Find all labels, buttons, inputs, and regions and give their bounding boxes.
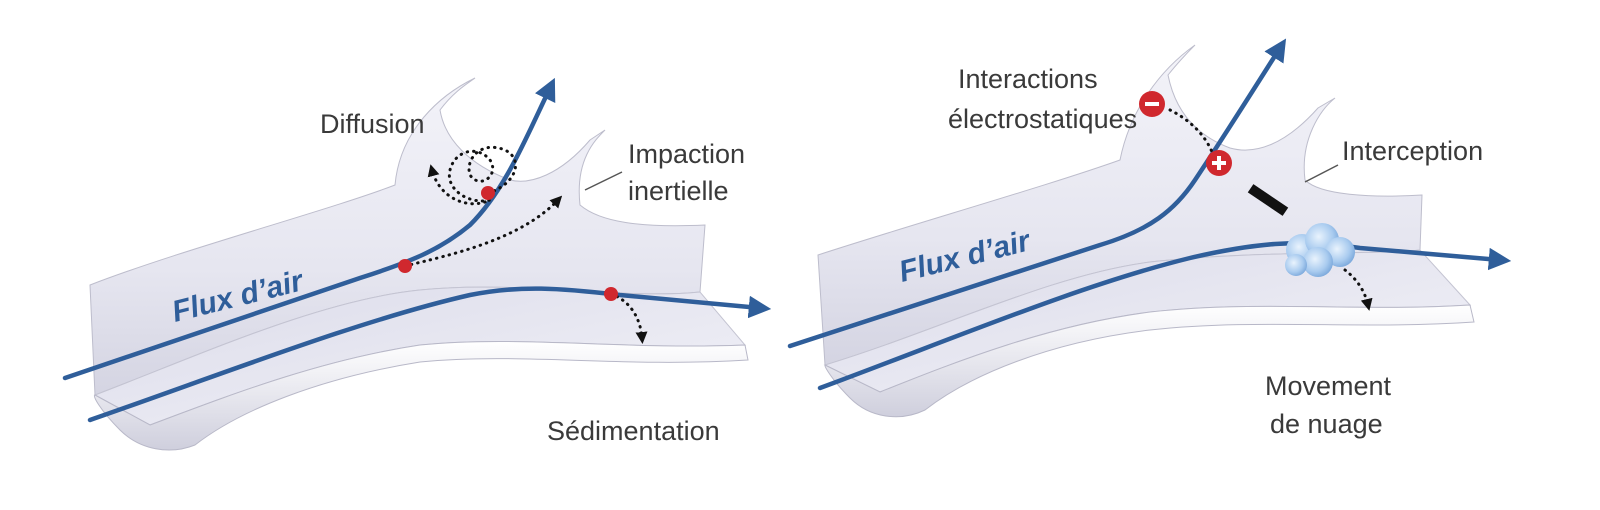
- minus-circle-icon: [1139, 91, 1165, 117]
- interception-label: Interception: [1342, 136, 1483, 166]
- left-flow-lower-line: [87, 286, 772, 423]
- impaction-trajectory: [403, 195, 563, 268]
- left-flow-upper-line: [62, 77, 556, 381]
- plus-circle-icon: [1206, 150, 1232, 176]
- diffusion-label: Diffusion: [320, 109, 425, 139]
- cloud-label-line1: Movement: [1265, 371, 1392, 401]
- right-flow-upper-line: [787, 38, 1287, 349]
- diffusion-particle: [481, 186, 495, 200]
- sedimentation-particle: [604, 287, 618, 301]
- impaction-particle: [398, 259, 412, 273]
- impaction-label-line1: Impaction: [628, 139, 745, 169]
- cloud-label-line2: de nuage: [1270, 409, 1383, 439]
- electrostatic-label-line1: Interactions: [958, 64, 1098, 94]
- sedimentation-label: Sédimentation: [547, 416, 720, 446]
- cloud-trajectory: [1343, 268, 1373, 311]
- right-panel: Flux d’air Interactions électrostatiques…: [787, 38, 1512, 439]
- impaction-leader-line: [584, 171, 623, 191]
- impaction-label-line2: inertielle: [628, 176, 729, 206]
- interception-leader-line: [1304, 164, 1339, 183]
- electrostatic-trajectory: [1168, 108, 1214, 154]
- left-panel: Flux d’air Diffusion Impaction inertiell…: [62, 77, 772, 451]
- right-airway-bifurcation: [817, 44, 1475, 418]
- diffusion-trajectory: [427, 145, 517, 206]
- interception-particle: [1247, 184, 1289, 216]
- electrostatic-label-line2: électrostatiques: [948, 104, 1137, 134]
- sedimentation-trajectory: [609, 292, 648, 344]
- cloud-icon: [1285, 223, 1355, 277]
